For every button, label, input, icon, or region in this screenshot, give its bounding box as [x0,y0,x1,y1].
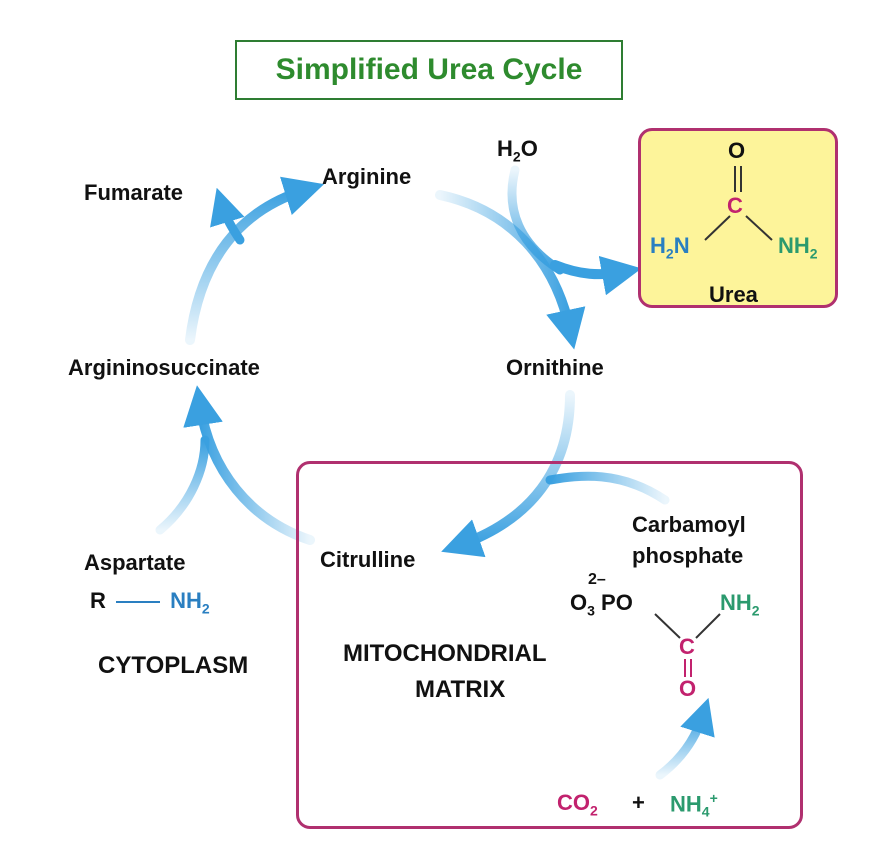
urea-oxygen: O [728,138,746,163]
carbamoyl-charge: 2– [588,571,606,588]
arrow-water-input [507,165,565,275]
urea-double-bond [734,166,736,192]
node-aspartate: Aspartate [84,550,186,575]
arrow-citrulline-to-argininosuccinate [183,385,315,545]
arrow-carbamoyl-input [545,471,670,505]
carbamoyl-carbon: C [679,634,695,659]
mitochondrial-matrix-box [296,461,803,829]
carbamoyl-bonds [654,613,721,639]
node-carbamoyl-line2: phosphate [632,543,744,568]
urea-carbon: C [727,193,743,218]
water-formula: H2O [497,136,538,165]
arrow-co2-to-carbamoyl [655,697,715,780]
diagram-title: Simplified Urea Cycle [235,40,623,100]
node-citrulline: Citrulline [320,547,416,572]
node-argininosuccinate: Argininosuccinate [68,355,260,380]
node-arginine: Arginine [322,164,412,189]
reactant-co2: CO2 [557,790,598,819]
region-cytoplasm: CYTOPLASM [98,652,249,679]
region-matrix-line1: MITOCHONDRIAL [343,640,547,667]
aspartate-formula: R NH2 [90,588,210,617]
region-matrix-line2: MATRIX [415,676,506,703]
urea-label: Urea [709,282,758,307]
urea-nh2: NH2 [778,233,818,262]
node-carbamoyl-line1: Carbamoyl [632,512,746,537]
urea-bonds [704,215,773,241]
arrow-ornithine-to-citrulline [441,390,575,558]
reactant-nh4: NH4+ [670,790,718,820]
urea-h2n: H2N [650,233,690,262]
node-fumarate: Fumarate [84,180,184,205]
carbamoyl-double-bond [684,659,686,677]
arrow-to-urea [550,255,642,296]
arrow-aspartate-input [155,435,210,535]
node-ornithine: Ornithine [506,355,604,380]
urea-box [638,128,838,308]
reactant-plus: + [632,790,645,815]
carbamoyl-phosphate-group: O3 PO [570,590,633,619]
carbamoyl-oxygen: O [679,676,697,701]
arrow-to-fumarate [210,187,245,245]
arrow-argininosuccinate-to-arginine [185,176,325,345]
carbamoyl-nh2: NH2 [720,590,760,619]
